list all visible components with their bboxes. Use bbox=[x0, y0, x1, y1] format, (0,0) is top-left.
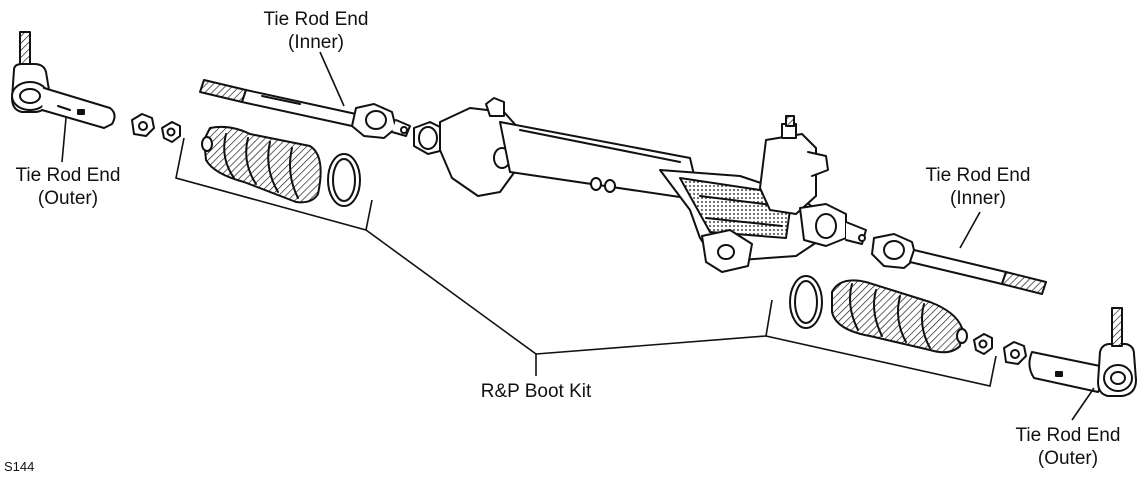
leader-lines bbox=[61, 51, 1095, 421]
tie-rod-inner-right bbox=[871, 233, 1047, 295]
rp-boot-right bbox=[831, 279, 968, 354]
tie-rod-end-outer-left bbox=[11, 31, 116, 129]
jam-nut-right bbox=[1003, 341, 1027, 365]
adjuster-clip-left bbox=[161, 121, 181, 143]
boot-clamp-right bbox=[789, 275, 823, 329]
rack-housing bbox=[413, 97, 867, 273]
rp-boot-left bbox=[201, 125, 322, 204]
boot-clamp-left bbox=[327, 153, 361, 207]
tie-rod-end-outer-right bbox=[1028, 307, 1137, 397]
label-tie-rod-end-outer-left: Tie Rod End (Outer) bbox=[15, 165, 121, 209]
adjuster-clip-right bbox=[973, 333, 993, 355]
label-tie-rod-end-inner-right: Tie Rod End (Inner) bbox=[925, 165, 1031, 209]
label-rp-boot-kit: R&P Boot Kit bbox=[480, 381, 592, 402]
label-tie-rod-end-outer-right: Tie Rod End (Outer) bbox=[1015, 425, 1121, 469]
label-tie-rod-end-inner-left: Tie Rod End (Inner) bbox=[263, 9, 369, 53]
figure-code: S144 bbox=[4, 459, 35, 474]
jam-nut-left bbox=[131, 113, 155, 137]
tie-rod-inner-left bbox=[199, 79, 411, 139]
